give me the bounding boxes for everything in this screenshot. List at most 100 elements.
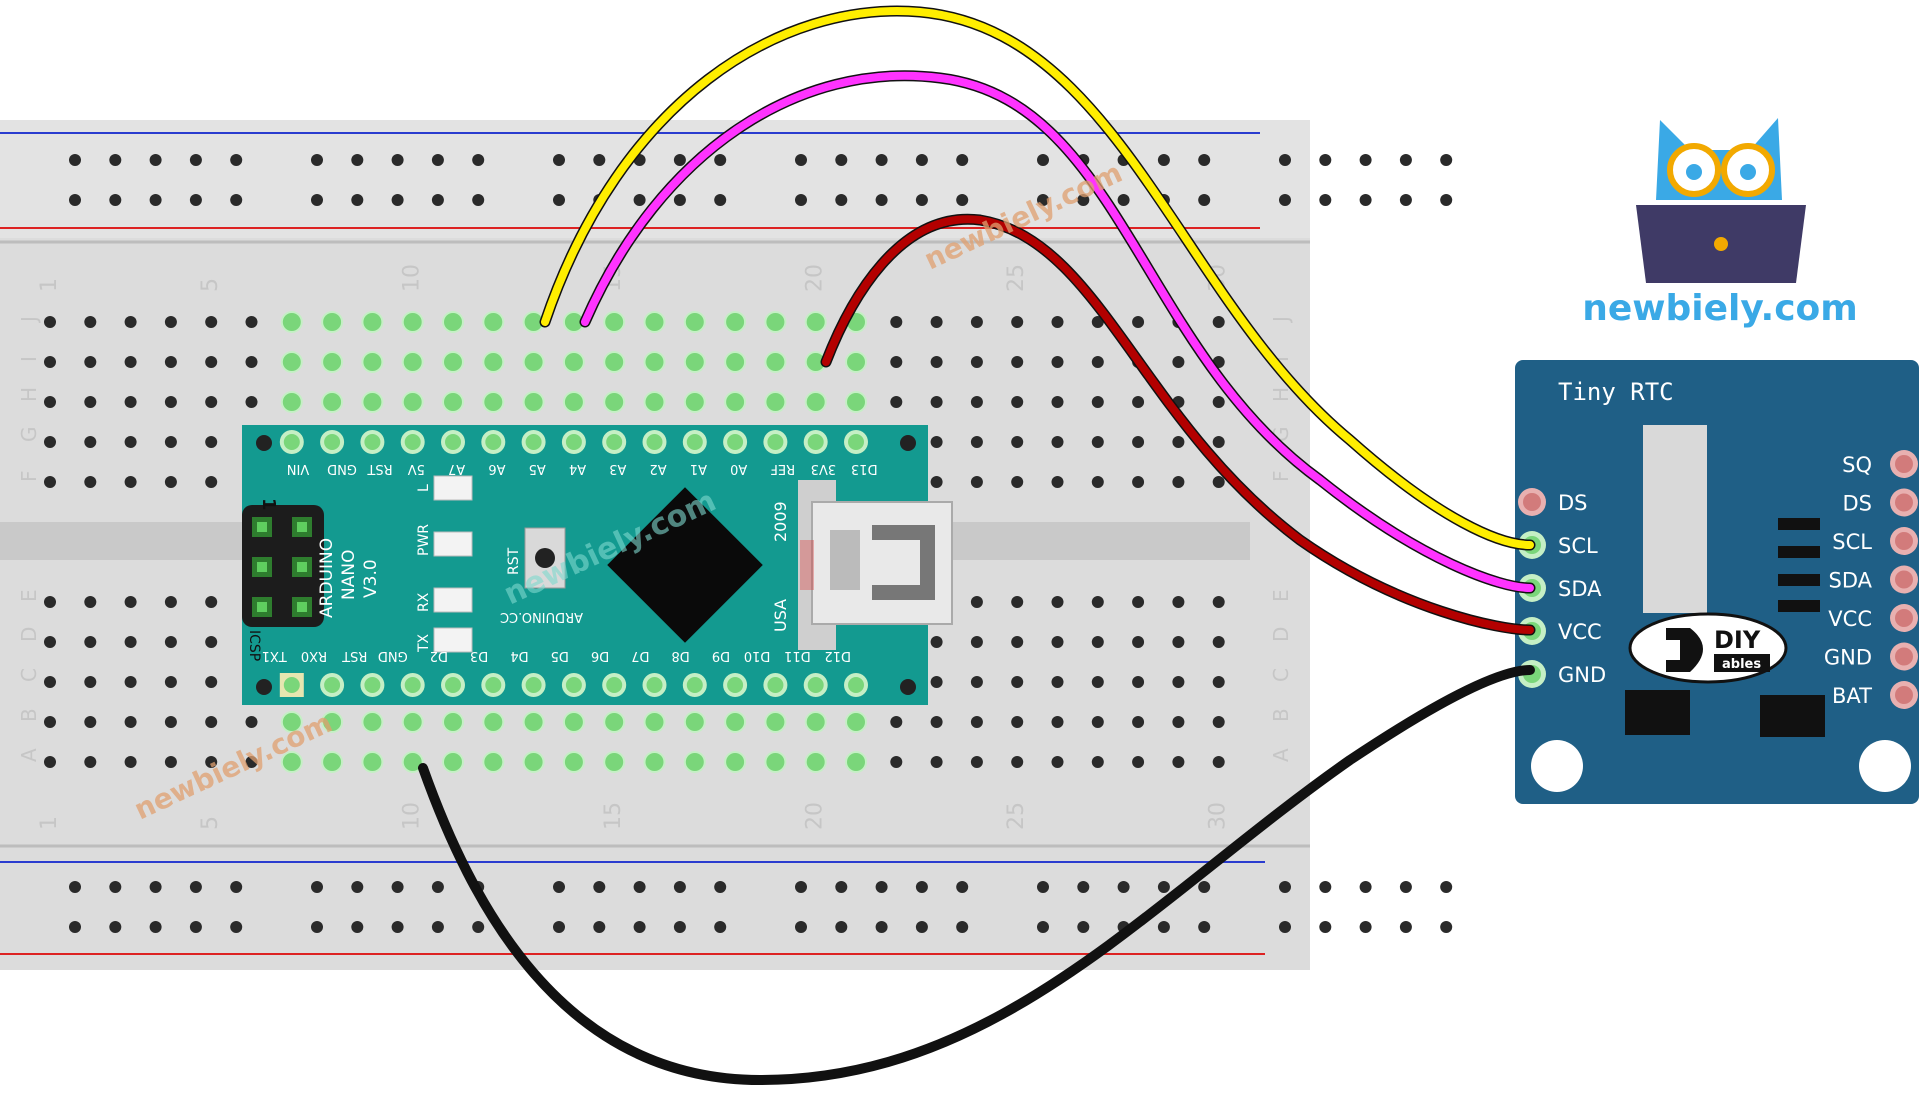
breadboard-hole[interactable] bbox=[970, 716, 983, 728]
rail-hole[interactable] bbox=[593, 881, 606, 893]
pin-d8[interactable] bbox=[686, 677, 703, 693]
breadboard-hole[interactable] bbox=[524, 353, 543, 371]
breadboard-hole[interactable] bbox=[970, 676, 983, 688]
breadboard-hole[interactable] bbox=[1011, 476, 1024, 488]
rail-hole[interactable] bbox=[915, 921, 928, 933]
rail-hole[interactable] bbox=[431, 194, 444, 206]
pin-d13[interactable] bbox=[848, 434, 864, 450]
breadboard-hole[interactable] bbox=[1091, 596, 1104, 608]
rail-hole[interactable] bbox=[472, 154, 485, 166]
breadboard-hole[interactable] bbox=[524, 393, 543, 411]
breadboard-hole[interactable] bbox=[766, 353, 785, 371]
breadboard-hole[interactable] bbox=[564, 353, 583, 371]
breadboard-hole[interactable] bbox=[930, 676, 943, 688]
breadboard-hole[interactable] bbox=[363, 313, 382, 331]
breadboard-hole[interactable] bbox=[726, 313, 745, 331]
breadboard-hole[interactable] bbox=[44, 756, 56, 768]
wire-sda-core[interactable] bbox=[581, 71, 1534, 592]
breadboard-hole[interactable] bbox=[323, 313, 342, 331]
rail-hole[interactable] bbox=[593, 921, 606, 933]
rail-hole[interactable] bbox=[835, 881, 848, 893]
breadboard-hole[interactable] bbox=[726, 753, 745, 771]
rail-hole[interactable] bbox=[189, 921, 202, 933]
breadboard-hole[interactable] bbox=[1051, 596, 1064, 608]
pin-rst[interactable] bbox=[364, 434, 381, 450]
breadboard-hole[interactable] bbox=[1212, 596, 1225, 608]
rail-hole[interactable] bbox=[714, 194, 727, 206]
breadboard-hole[interactable] bbox=[605, 313, 624, 331]
breadboard-hole[interactable] bbox=[1212, 316, 1225, 328]
rail-hole[interactable] bbox=[391, 154, 404, 166]
breadboard-hole[interactable] bbox=[645, 313, 664, 331]
breadboard-hole[interactable] bbox=[245, 356, 258, 368]
breadboard-hole[interactable] bbox=[564, 713, 583, 731]
breadboard-hole[interactable] bbox=[970, 396, 983, 408]
rail-hole[interactable] bbox=[431, 881, 444, 893]
breadboard-hole[interactable] bbox=[847, 753, 865, 771]
rail-hole[interactable] bbox=[391, 881, 404, 893]
breadboard-hole[interactable] bbox=[403, 393, 422, 411]
breadboard-hole[interactable] bbox=[890, 716, 903, 728]
rail-hole[interactable] bbox=[795, 154, 807, 166]
breadboard-hole[interactable] bbox=[1091, 396, 1104, 408]
breadboard-hole[interactable] bbox=[1132, 716, 1145, 728]
rail-hole[interactable] bbox=[1198, 921, 1211, 933]
rail-hole[interactable] bbox=[1037, 921, 1049, 933]
rail-hole[interactable] bbox=[1319, 881, 1332, 893]
pin-d2[interactable] bbox=[445, 677, 461, 693]
rail-hole[interactable] bbox=[1319, 921, 1332, 933]
breadboard-hole[interactable] bbox=[205, 676, 218, 688]
pin-d9[interactable] bbox=[727, 677, 744, 693]
rail-hole[interactable] bbox=[553, 881, 565, 893]
rail-hole[interactable] bbox=[149, 194, 162, 206]
rail-hole[interactable] bbox=[1319, 194, 1332, 206]
breadboard-hole[interactable] bbox=[44, 396, 56, 408]
rtc-right-pin-sq[interactable] bbox=[1895, 455, 1913, 473]
breadboard-hole[interactable] bbox=[205, 316, 218, 328]
breadboard-hole[interactable] bbox=[890, 396, 903, 408]
breadboard-hole[interactable] bbox=[44, 316, 56, 328]
breadboard-hole[interactable] bbox=[84, 436, 97, 448]
breadboard-hole[interactable] bbox=[282, 753, 301, 771]
rail-hole[interactable] bbox=[795, 881, 807, 893]
rail-hole[interactable] bbox=[189, 881, 202, 893]
rail-hole[interactable] bbox=[149, 921, 162, 933]
pin-d4[interactable] bbox=[525, 677, 542, 693]
rail-hole[interactable] bbox=[673, 921, 686, 933]
rail-hole[interactable] bbox=[1157, 921, 1170, 933]
rail-hole[interactable] bbox=[149, 154, 162, 166]
breadboard-hole[interactable] bbox=[245, 396, 258, 408]
rail-hole[interactable] bbox=[109, 881, 122, 893]
breadboard-hole[interactable] bbox=[164, 676, 177, 688]
rail-hole[interactable] bbox=[149, 881, 162, 893]
breadboard-hole[interactable] bbox=[930, 636, 943, 648]
rail-hole[interactable] bbox=[835, 154, 848, 166]
breadboard-hole[interactable] bbox=[84, 316, 97, 328]
rail-hole[interactable] bbox=[230, 154, 243, 166]
rail-hole[interactable] bbox=[835, 921, 848, 933]
pin-a3[interactable] bbox=[606, 434, 623, 450]
breadboard-hole[interactable] bbox=[124, 396, 137, 408]
breadboard-hole[interactable] bbox=[1011, 756, 1024, 768]
rail-hole[interactable] bbox=[311, 921, 323, 933]
rail-hole[interactable] bbox=[1359, 194, 1372, 206]
breadboard-hole[interactable] bbox=[403, 313, 422, 331]
breadboard-hole[interactable] bbox=[685, 713, 704, 731]
breadboard-hole[interactable] bbox=[524, 313, 543, 331]
breadboard-hole[interactable] bbox=[84, 756, 97, 768]
breadboard-hole[interactable] bbox=[245, 716, 258, 728]
pin-gnd[interactable] bbox=[404, 677, 421, 693]
pin-d12[interactable] bbox=[848, 677, 864, 693]
breadboard-hole[interactable] bbox=[685, 313, 704, 331]
wire-vcc-core[interactable] bbox=[822, 215, 1534, 634]
rail-hole[interactable] bbox=[1359, 154, 1372, 166]
breadboard-hole[interactable] bbox=[645, 353, 664, 371]
wire-gnd[interactable] bbox=[418, 665, 1535, 1086]
breadboard-hole[interactable] bbox=[1212, 636, 1225, 648]
rail-hole[interactable] bbox=[553, 194, 565, 206]
breadboard-hole[interactable] bbox=[970, 756, 983, 768]
breadboard-hole[interactable] bbox=[564, 313, 583, 331]
breadboard-hole[interactable] bbox=[44, 676, 56, 688]
breadboard-hole[interactable] bbox=[1172, 636, 1185, 648]
rail-hole[interactable] bbox=[391, 194, 404, 206]
